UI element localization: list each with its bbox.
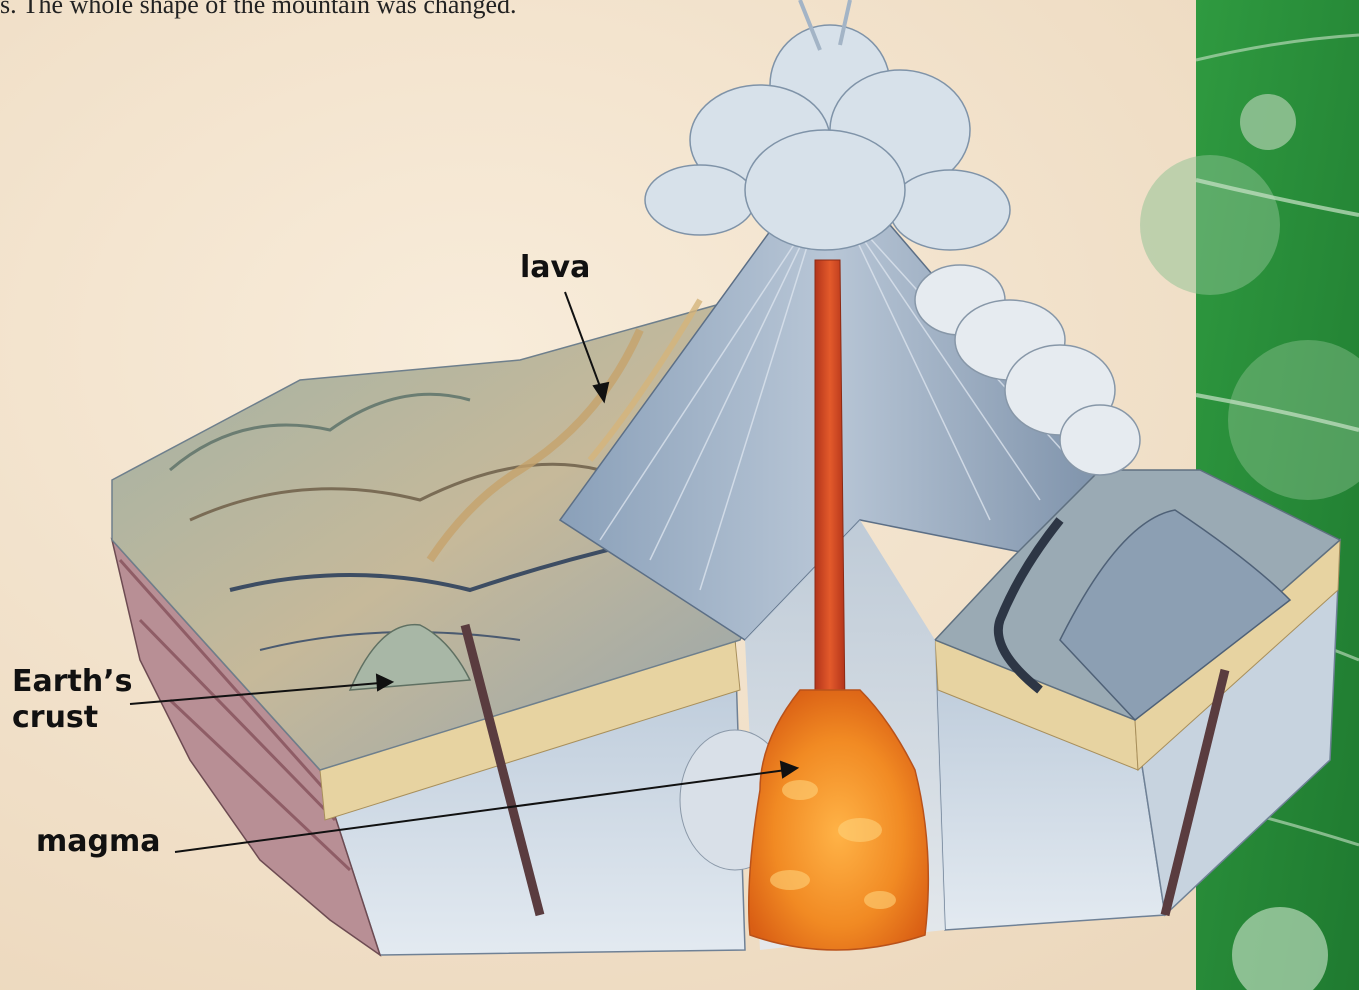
label-magma: magma [36, 824, 160, 860]
label-crust-line2: crust [12, 700, 132, 736]
caption-text: s. The whole shape of the mountain was c… [0, 0, 517, 20]
label-crust-line1: Earth’s [12, 664, 132, 700]
label-lava-text: lava [520, 250, 590, 285]
label-magma-text: magma [36, 824, 160, 859]
label-lava: lava [520, 250, 590, 286]
label-earths-crust: Earth’s crust [12, 664, 132, 736]
